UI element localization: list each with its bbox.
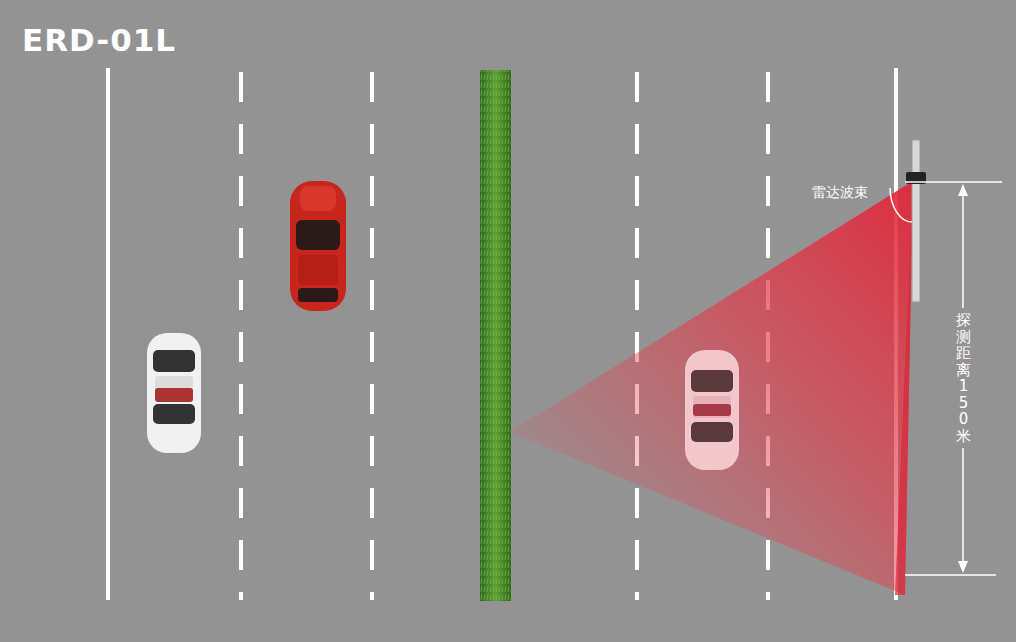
grass-median [480,70,511,601]
pink-car [685,350,739,470]
product-title: ERD-01L [22,22,176,58]
beam-label: 雷达波束 [810,184,870,202]
distance-label: 探测距离150米 [955,308,972,448]
white-car [147,333,201,453]
radar-beam [510,181,913,595]
radar-pole [890,140,926,302]
dimension-lines [905,182,1002,575]
red-car [290,181,346,311]
